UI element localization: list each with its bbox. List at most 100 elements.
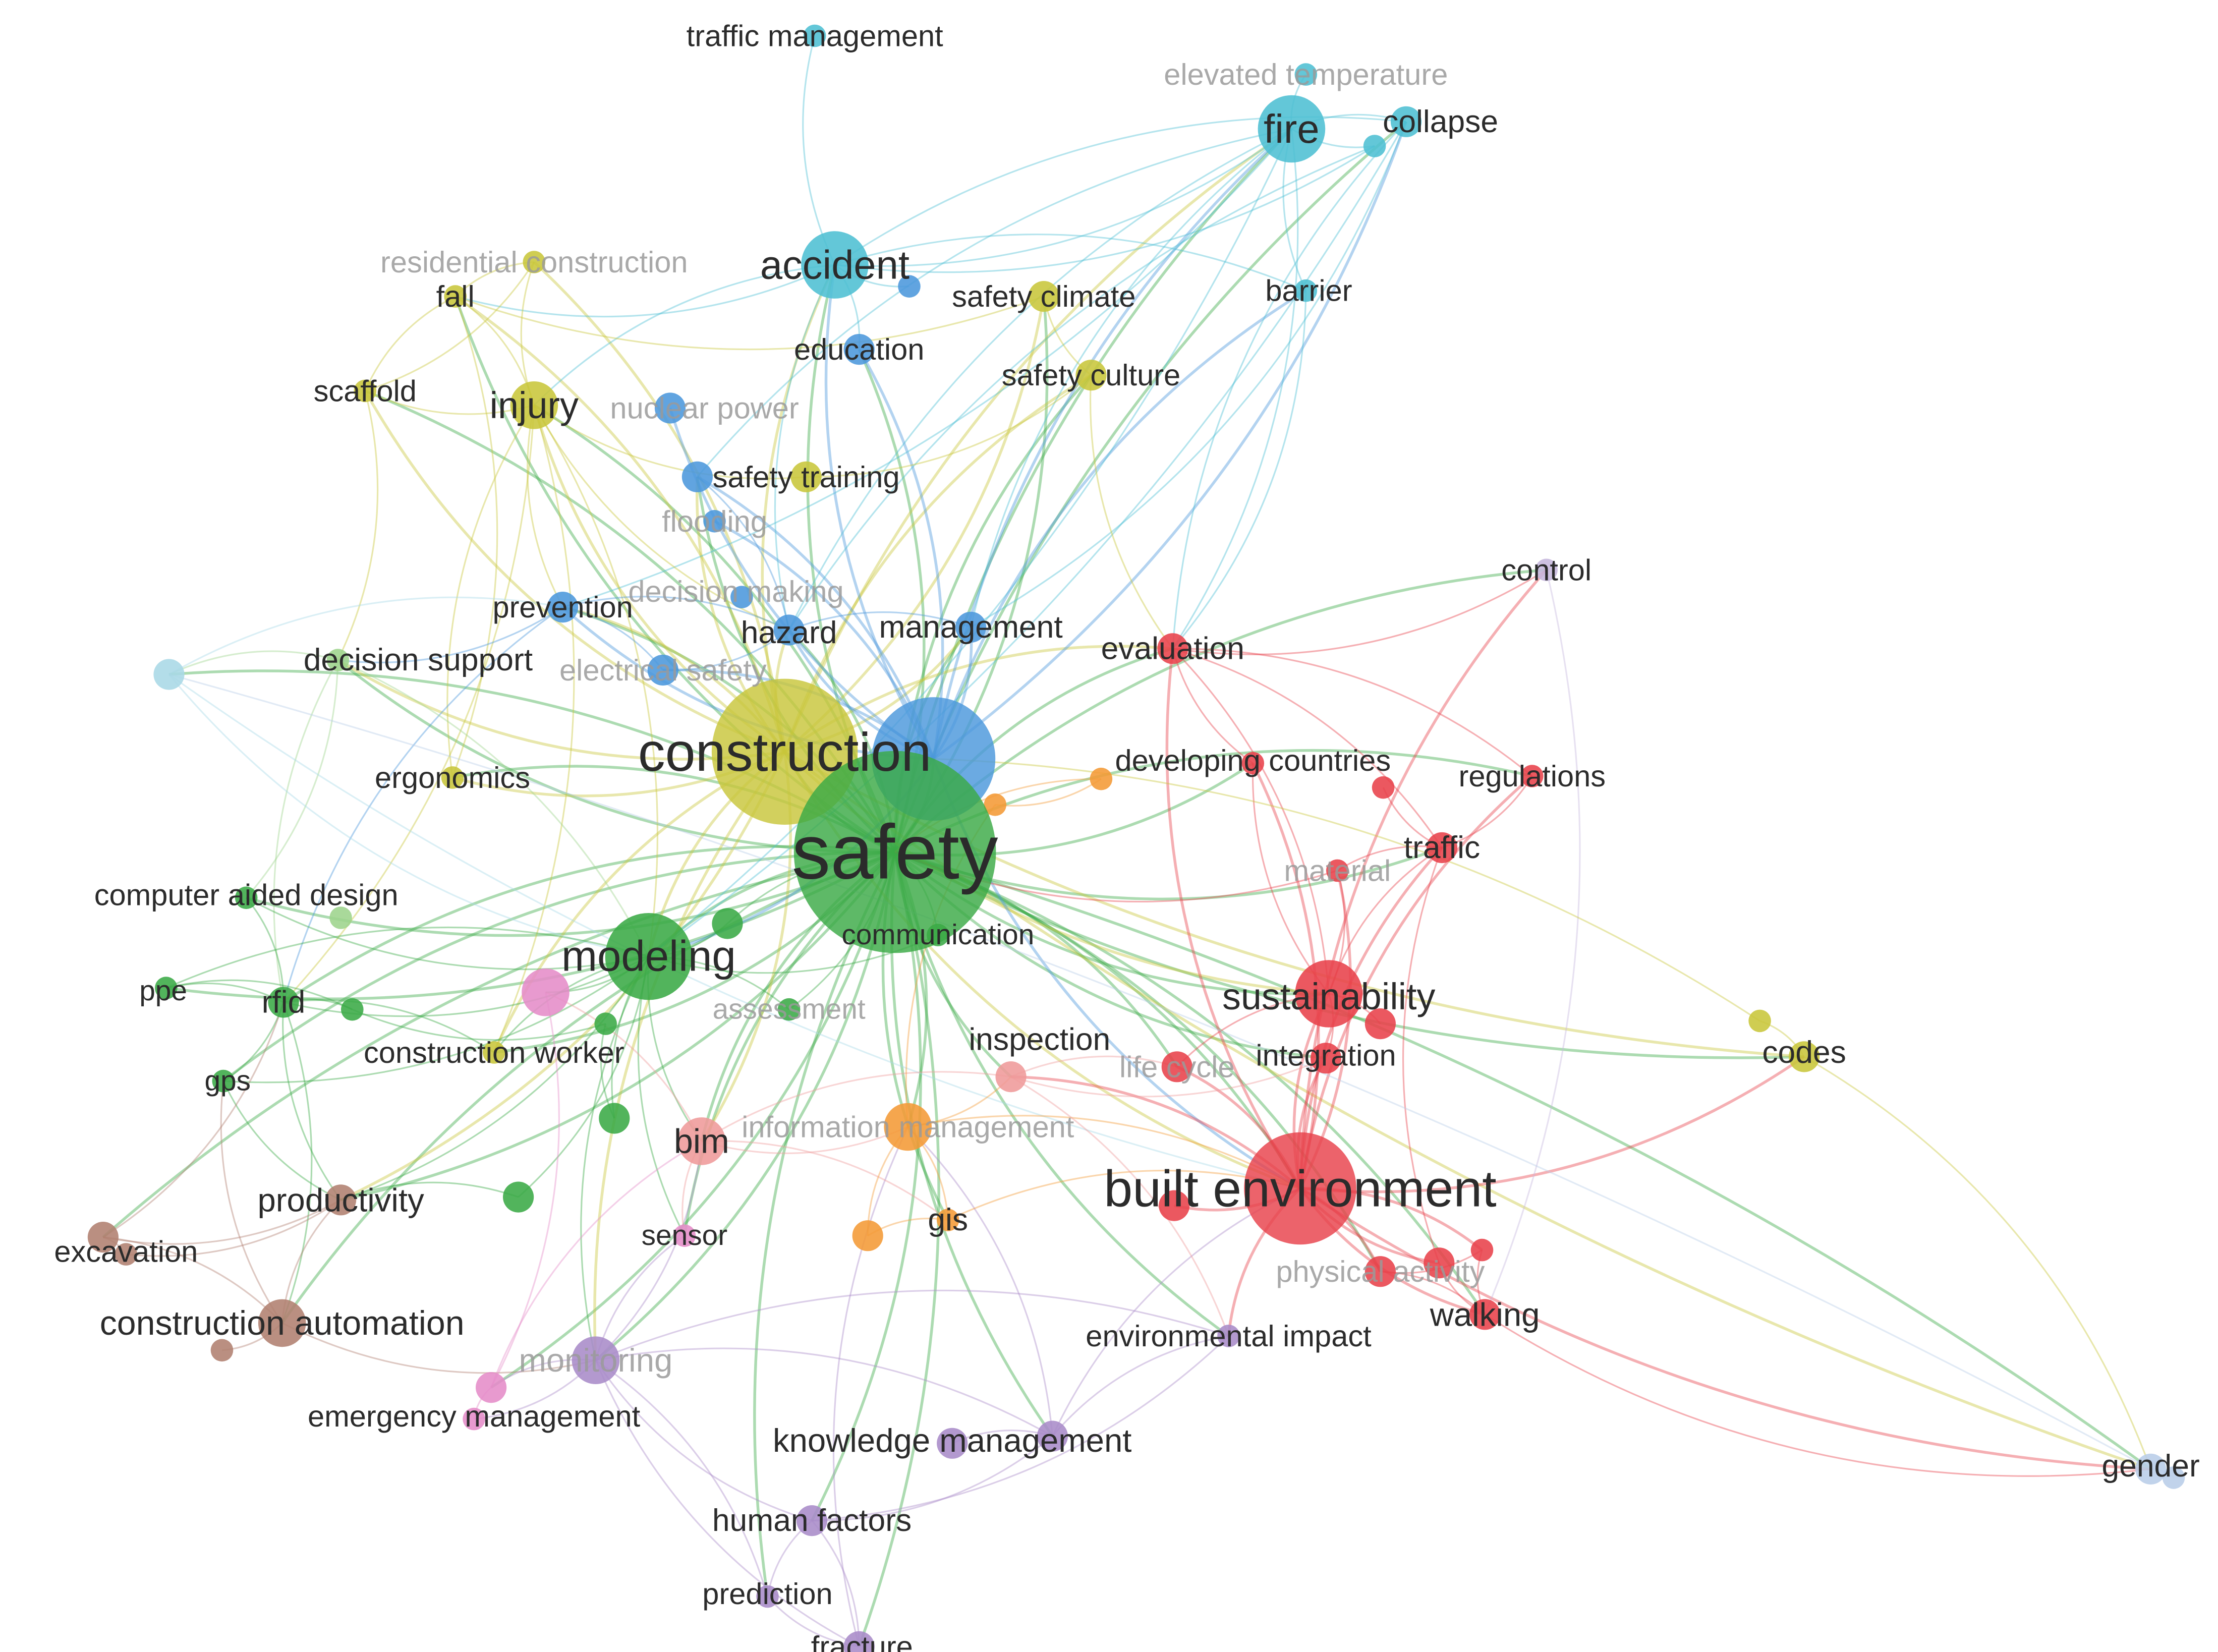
edge-gps-productivity (222, 1080, 342, 1201)
node-education[interactable] (843, 334, 875, 365)
edge-environmental_impact-monitoring (595, 1289, 1229, 1361)
edge-fire-prevention (562, 128, 1292, 608)
node-safety-culture[interactable] (1075, 360, 1107, 391)
node-developing-countries[interactable] (1241, 752, 1265, 775)
node-traffic-management[interactable] (803, 24, 826, 47)
edge-built_environment-evaluation (1165, 648, 1301, 1189)
node-orange-b[interactable] (852, 1220, 883, 1251)
node-orange-c[interactable] (984, 793, 1007, 816)
node-gps[interactable] (212, 1069, 235, 1093)
node-prediction[interactable] (756, 1585, 779, 1608)
node-built-environment-b[interactable] (1159, 1190, 1190, 1221)
node-traffic[interactable] (1426, 832, 1458, 864)
edge-construction-safety_climate (783, 296, 1046, 753)
node-nuclear-power[interactable] (654, 392, 686, 424)
node-residential-construction[interactable] (523, 251, 546, 273)
node-monitoring[interactable] (572, 1336, 620, 1384)
node-sensor[interactable] (673, 1224, 696, 1247)
node-safety-training[interactable] (681, 461, 713, 492)
edge-built_environment-gender (1299, 1187, 2151, 1471)
edge-fire-hazard (788, 128, 1292, 631)
node-flooding[interactable] (703, 510, 726, 533)
node-sustainability-b[interactable] (1364, 1008, 1396, 1040)
node-information-management[interactable] (884, 1103, 932, 1151)
node-codes-b[interactable] (1748, 1009, 1771, 1033)
node-inspection[interactable] (995, 1061, 1027, 1093)
node-elevated-temperature[interactable] (1294, 63, 1318, 86)
node-electrical-safety[interactable] (647, 654, 678, 686)
node-safety-climate-b[interactable] (898, 275, 921, 298)
node-ppe[interactable] (155, 977, 178, 999)
node-accident[interactable] (801, 231, 869, 299)
label-fire: fire (1264, 106, 1319, 151)
node-built-environment[interactable] (1244, 1132, 1356, 1245)
edge-productivity-excavation_b (126, 1199, 342, 1257)
node-human-factors[interactable] (796, 1505, 828, 1536)
node-green-hub-c[interactable] (599, 1103, 630, 1134)
node-green-hub-d[interactable] (503, 1181, 534, 1213)
node-emergency-management-b[interactable] (463, 1407, 485, 1431)
node-decision-support[interactable] (326, 649, 350, 671)
node-physical-activity[interactable] (1364, 1256, 1396, 1287)
node-life-cycle[interactable] (1161, 1051, 1192, 1083)
node-evaluation[interactable] (1157, 633, 1188, 664)
node-injury[interactable] (510, 381, 558, 429)
node-prevention[interactable] (547, 592, 579, 623)
node-hazard[interactable] (773, 614, 805, 646)
node-regulations-b[interactable] (1372, 776, 1395, 799)
edge-evaluation-traffic (1172, 648, 1443, 848)
node-regulations[interactable] (1521, 765, 1544, 787)
node-management[interactable] (955, 611, 987, 643)
node-safety[interactable] (793, 751, 996, 953)
node-modeling-pink[interactable] (522, 968, 570, 1016)
edge-modeling-monitoring (580, 956, 650, 1361)
label-gis: gis (928, 1203, 968, 1237)
node-knowledge-management[interactable] (1037, 1420, 1068, 1452)
node-physical-activity-b[interactable] (1424, 1247, 1455, 1279)
node-safety-training-b[interactable] (790, 461, 822, 492)
node-productivity[interactable] (325, 1184, 357, 1216)
node-assessment[interactable] (777, 998, 801, 1021)
node-construction-automation[interactable] (258, 1299, 306, 1347)
node-rfid-b[interactable] (341, 998, 364, 1021)
node-collapse[interactable] (1390, 106, 1422, 137)
node-decision-support-c[interactable] (153, 659, 185, 690)
node-bim[interactable] (677, 1117, 726, 1165)
node-integration[interactable] (1310, 1043, 1342, 1074)
node-decision-making[interactable] (730, 586, 753, 608)
node-material[interactable] (1326, 859, 1349, 882)
node-construction-worker[interactable] (483, 1041, 505, 1064)
node-developing-countries-o[interactable] (1090, 767, 1113, 790)
node-gender[interactable] (2135, 1453, 2167, 1485)
node-environmental-impact[interactable] (1217, 1325, 1240, 1347)
node-control[interactable] (1535, 558, 1558, 582)
node-gender-b[interactable] (2162, 1466, 2185, 1489)
node-construction-worker-b[interactable] (594, 1012, 617, 1035)
node-emergency-management[interactable] (476, 1372, 507, 1403)
edge-fire-evaluation (1172, 129, 1299, 649)
node-excavation-b[interactable] (115, 1243, 138, 1266)
node-gis[interactable] (936, 1209, 959, 1231)
node-fracture[interactable] (843, 1631, 875, 1652)
node-modeling-b[interactable] (712, 908, 743, 939)
label-safety-culture: safety culture (1002, 358, 1180, 392)
node-computer-aided-design-b[interactable] (329, 906, 352, 929)
node-excavation[interactable] (87, 1222, 119, 1253)
node-ergonomics[interactable] (441, 766, 464, 789)
node-red-small[interactable] (1470, 1238, 1494, 1262)
node-barrier[interactable] (1294, 279, 1318, 302)
edge-modeling-productivity (340, 956, 650, 1201)
node-fire[interactable] (1258, 95, 1326, 163)
node-codes[interactable] (1789, 1041, 1820, 1072)
node-fall[interactable] (444, 285, 467, 308)
node-walking[interactable] (1469, 1299, 1501, 1330)
node-collapse-b[interactable] (1363, 135, 1386, 157)
node-computer-aided-design[interactable] (235, 886, 258, 909)
node-modeling[interactable] (605, 913, 693, 1000)
node-safety-climate[interactable] (1028, 281, 1059, 312)
node-scaffold[interactable] (354, 379, 377, 403)
node-rfid[interactable] (268, 987, 299, 1018)
node-sustainability[interactable] (1295, 960, 1362, 1028)
node-knowledge-management-b[interactable] (937, 1428, 968, 1459)
node-construction-automation-b[interactable] (210, 1339, 234, 1362)
